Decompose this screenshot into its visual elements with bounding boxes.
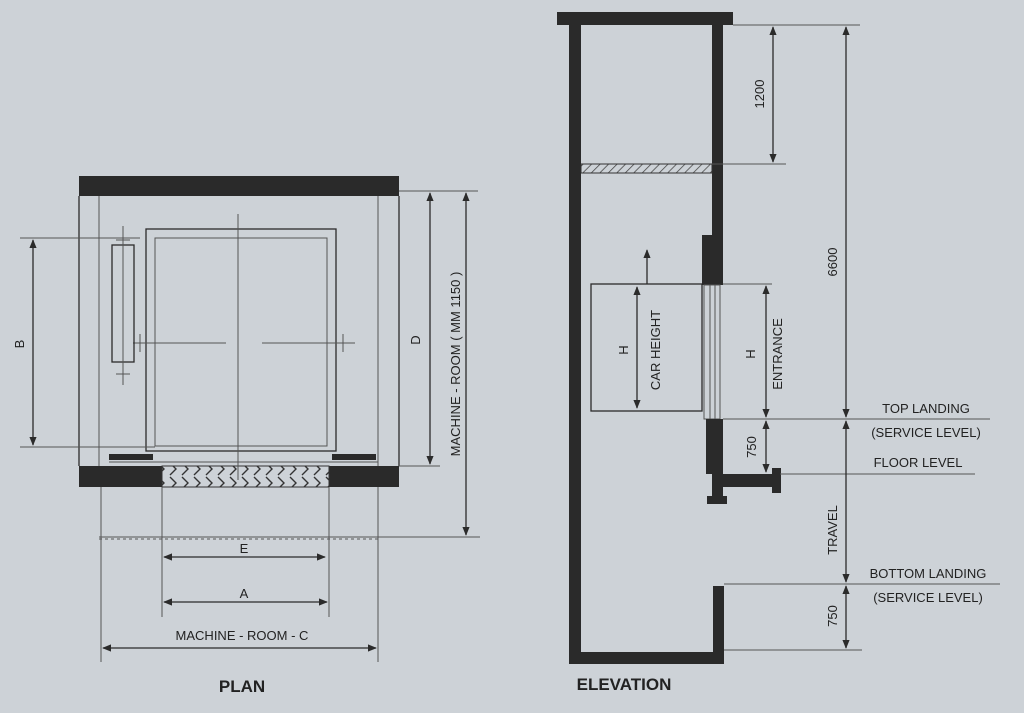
plan-door-bar-right	[332, 454, 376, 460]
elev-floor-stem	[712, 474, 723, 504]
elev-top-landing: TOP LANDING	[882, 401, 970, 416]
plan-door-bar-left	[109, 454, 153, 460]
elevation-title: ELEVATION	[577, 675, 672, 694]
plan-label-d: D	[408, 335, 423, 344]
elev-right-wall-upper	[712, 25, 723, 235]
plan-view: B D MACHINE - ROOM ( MM 1150 ) E A MACHI…	[12, 176, 480, 696]
elevation-view: H CAR HEIGHT H ENTRANCE 1200 6600 TOP LA…	[557, 12, 1000, 694]
plan-label-a: A	[240, 586, 249, 601]
plan-front-wall-right	[329, 466, 399, 487]
elev-roof	[557, 12, 733, 25]
elev-floor-foot	[707, 496, 727, 504]
elev-floor-level: FLOOR LEVEL	[874, 455, 963, 470]
plan-car-outer	[145, 228, 337, 452]
elev-label-h-entrance: H	[743, 349, 758, 358]
plan-title: PLAN	[219, 677, 265, 696]
elev-dim-750-top: 750	[744, 436, 759, 458]
plan-front-wall-left	[79, 466, 162, 487]
elev-sill-block	[706, 419, 723, 474]
elev-bottom-landing: BOTTOM LANDING	[870, 566, 987, 581]
elev-floor-end	[772, 468, 781, 493]
elev-door-header	[702, 235, 723, 285]
plan-label-machine-room-height: MACHINE - ROOM ( MM 1150 )	[448, 272, 463, 457]
plan-label-machine-room-c: MACHINE - ROOM - C	[176, 628, 309, 643]
plan-top-wall	[79, 176, 399, 196]
elev-floor-slab	[723, 474, 780, 487]
elev-pit-floor	[569, 652, 724, 664]
plan-car-inner	[154, 237, 328, 447]
elev-door-panel	[703, 284, 721, 420]
elev-label-car-height: CAR HEIGHT	[648, 310, 663, 390]
elev-right-wall-lower	[713, 586, 724, 664]
elev-dim-1200: 1200	[752, 80, 767, 109]
elev-car	[590, 283, 703, 412]
elev-bottom-service: (SERVICE LEVEL)	[873, 590, 983, 605]
elev-left-wall	[569, 25, 581, 664]
plan-label-e: E	[240, 541, 249, 556]
elev-label-h-car: H	[616, 345, 631, 354]
plan-label-b: B	[12, 340, 27, 349]
elev-travel: TRAVEL	[825, 505, 840, 555]
elev-dim-750-bottom: 750	[825, 605, 840, 627]
elev-machine-floor	[580, 163, 713, 174]
plan-door-sill	[161, 465, 330, 488]
elev-dim-6600: 6600	[825, 248, 840, 277]
elev-label-entrance: ENTRANCE	[770, 318, 785, 390]
elev-top-service: (SERVICE LEVEL)	[871, 425, 981, 440]
